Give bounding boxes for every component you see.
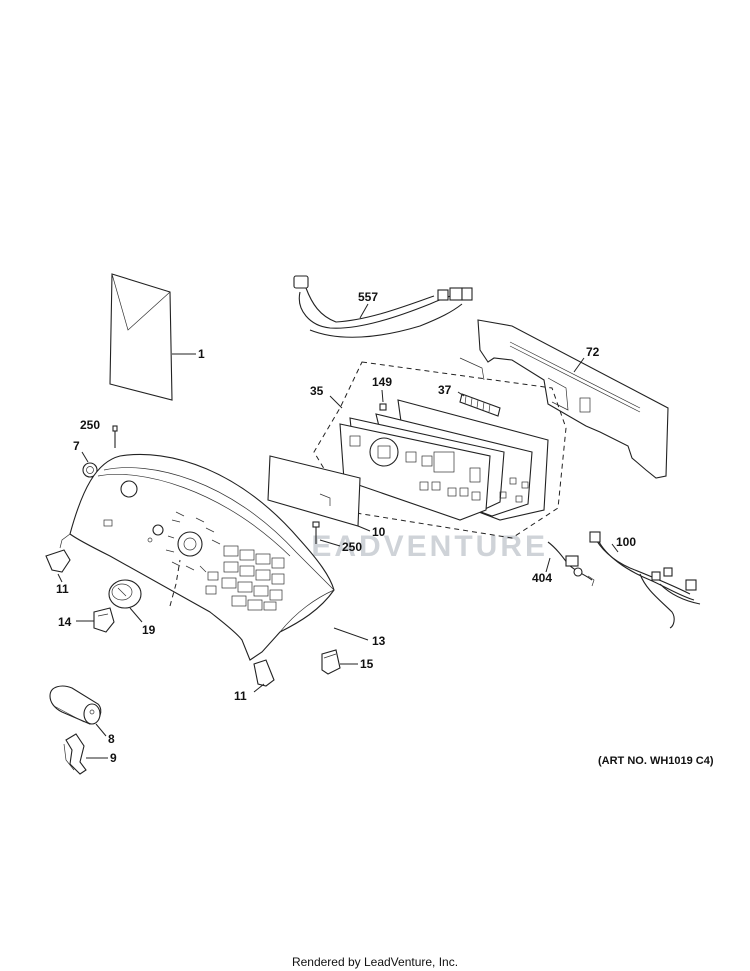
part-15-bracket [321,649,341,675]
callout-7[interactable]: 7 [73,439,80,453]
callout-404[interactable]: 404 [532,571,552,585]
part-149-screw [379,403,387,411]
callout-37[interactable]: 37 [438,383,452,397]
part-1-manual [109,273,173,401]
callout-10[interactable]: 10 [372,525,386,539]
callout-250-upper[interactable]: 250 [80,418,100,432]
part-35-board-assembly-outline [313,361,567,539]
part-100-wire-harness [589,531,701,629]
part-8-capacitor [49,685,102,725]
callout-100[interactable]: 100 [616,535,636,549]
callout-11-lower[interactable]: 11 [234,689,247,703]
callout-8[interactable]: 8 [108,732,115,746]
part-11-clip-upper [45,549,71,573]
part-72-bracket [459,319,669,479]
callout-72[interactable]: 72 [586,345,600,359]
footer-credit: Rendered by LeadVenture, Inc. [291,955,459,969]
part-board-stack [339,399,549,521]
art-number: (ART NO. WH1019 C4) [598,755,714,767]
callout-19[interactable]: 19 [142,623,156,637]
callout-149[interactable]: 149 [372,375,392,389]
callout-1[interactable]: 1 [198,347,205,361]
part-14-bracket [93,607,115,633]
part-37-connector [459,393,501,417]
part-404-sensor [547,541,595,587]
part-11-clip-lower [253,659,275,687]
part-9-clamp [63,733,87,775]
callout-250-lower[interactable]: 250 [342,540,362,554]
part-557-wire-harness [293,275,473,338]
callout-35[interactable]: 35 [310,384,324,398]
callout-15[interactable]: 15 [360,657,374,671]
callout-9[interactable]: 9 [110,751,117,765]
callout-557[interactable]: 557 [358,290,378,304]
part-console-backsplash [59,453,335,661]
part-19-knob [108,579,142,609]
callout-14[interactable]: 14 [58,615,72,629]
part-250-screw-lower [312,521,320,544]
callout-11-upper[interactable]: 11 [56,582,69,596]
part-7-cap [82,462,98,478]
watermark: LEADVENTURE [290,530,548,563]
part-250-screw-upper [112,425,118,448]
callout-13[interactable]: 13 [372,634,386,648]
